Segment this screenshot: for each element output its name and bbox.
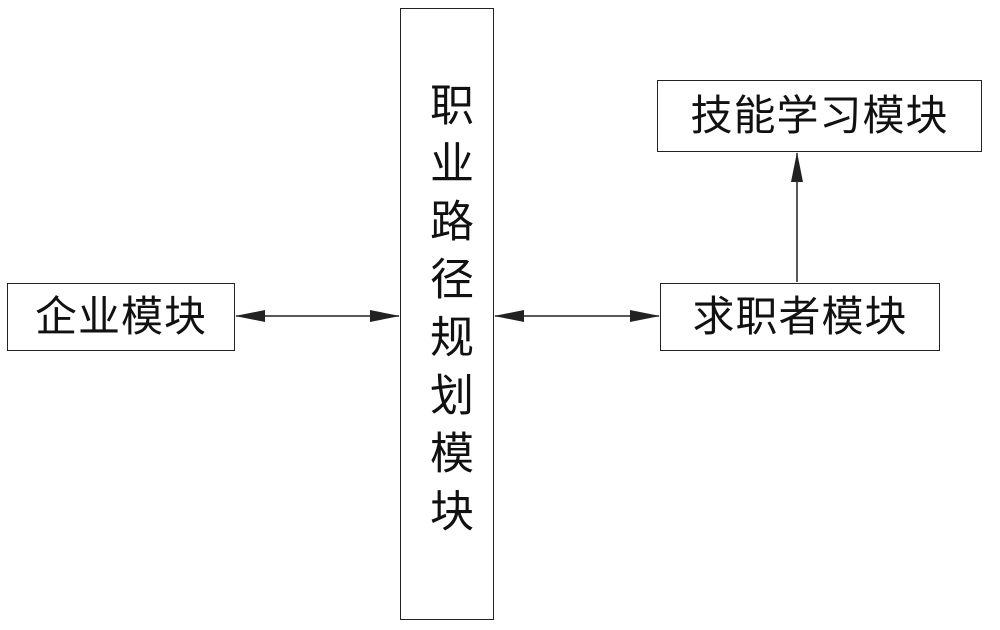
skill-learning-module-box: 技能学习模块: [657, 80, 982, 152]
company-module-label: 企业模块: [34, 292, 207, 341]
company-module-box: 企业模块: [7, 283, 235, 351]
career-planning-module-box: 职业路径规划模块: [400, 8, 494, 620]
skill-learning-module-label: 技能学习模块: [690, 91, 949, 140]
job-seeker-module-label: 求职者模块: [692, 292, 908, 341]
job-seeker-module-box: 求职者模块: [660, 283, 940, 351]
career-planning-module-label: 职业路径规划模块: [422, 82, 473, 546]
